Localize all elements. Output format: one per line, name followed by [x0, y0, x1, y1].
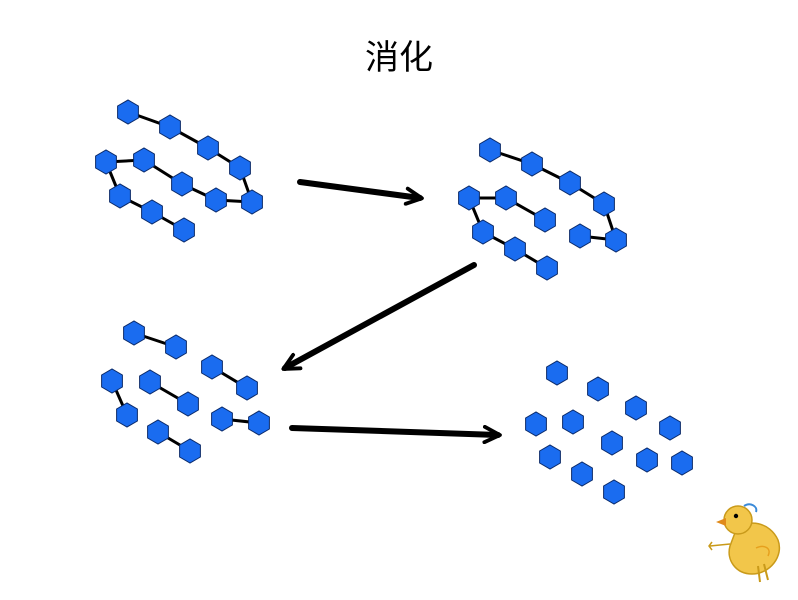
arrows — [281, 179, 502, 445]
monomer-unit — [659, 415, 681, 441]
monomer-unit — [171, 171, 193, 197]
monomer-unit — [133, 147, 155, 173]
monomer-unit — [479, 137, 501, 163]
monomer-unit — [205, 187, 227, 213]
monomer-unit — [593, 191, 615, 217]
arrow-right-bottom — [289, 424, 502, 445]
monomer-unit — [229, 155, 251, 181]
monomer-unit — [571, 461, 593, 487]
monomer-unit — [123, 320, 145, 346]
monomer-unit — [95, 149, 117, 175]
monomer-unit — [472, 219, 494, 245]
monomer-unit — [159, 114, 181, 140]
monomer-unit — [587, 376, 609, 402]
page-title: 消化 — [365, 38, 433, 78]
stage-shorter-chains — [458, 137, 627, 281]
monomer-unit — [534, 207, 556, 233]
monomer-unit — [603, 479, 625, 505]
monomer-unit — [601, 430, 623, 456]
monomer-unit — [539, 444, 561, 470]
monomer-unit — [165, 334, 187, 360]
monomer-unit — [625, 395, 647, 421]
monomer-unit — [116, 402, 138, 428]
monomer-unit — [101, 368, 123, 394]
stage-polymer-chain — [95, 99, 263, 243]
monomer-unit — [536, 255, 558, 281]
monomer-unit — [525, 411, 547, 437]
arrow-right-top — [297, 179, 424, 206]
monomer-unit — [179, 438, 201, 464]
monomer-unit — [177, 391, 199, 417]
monomer-unit — [173, 217, 195, 243]
monomer-unit — [458, 185, 480, 211]
monomer-unit — [147, 419, 169, 445]
monomer-unit — [504, 236, 526, 262]
bond-line — [467, 197, 548, 270]
monomer-unit — [117, 99, 139, 125]
monomer-unit — [236, 375, 258, 401]
monomer-unit — [197, 135, 219, 161]
stage-monomers — [525, 360, 693, 505]
monomer-unit — [495, 185, 517, 211]
monomer-unit — [562, 409, 584, 435]
arrow-down-left — [281, 262, 477, 371]
monomer-unit — [546, 360, 568, 386]
monomer-unit — [559, 170, 581, 196]
monomer-unit — [521, 151, 543, 177]
monomer-unit — [141, 199, 163, 225]
monomer-unit — [671, 450, 693, 476]
monomer-unit — [139, 369, 161, 395]
stage-short-fragments — [101, 320, 270, 464]
monomer-unit — [241, 189, 263, 215]
monomer-unit — [248, 410, 270, 436]
monomer-unit — [201, 354, 223, 380]
monomer-unit — [211, 406, 233, 432]
monomer-unit — [569, 223, 591, 249]
monomer-unit — [605, 227, 627, 253]
monomer-unit — [109, 183, 131, 209]
chick-doodle-icon — [708, 503, 781, 583]
monomer-unit — [636, 447, 658, 473]
